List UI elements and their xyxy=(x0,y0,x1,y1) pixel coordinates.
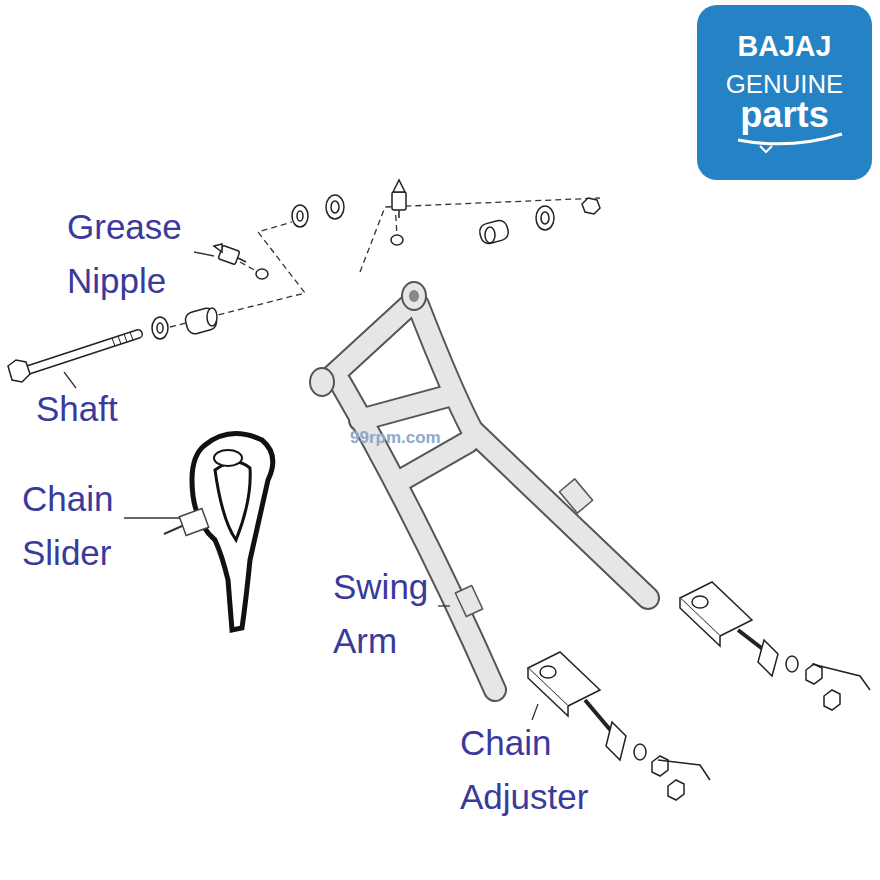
washer xyxy=(152,195,600,339)
logo-badge: BAJAJGENUINEparts xyxy=(697,5,872,180)
chain-slider xyxy=(164,434,273,630)
part-label: Chain Adjuster xyxy=(460,716,588,824)
grease-nipple xyxy=(214,180,406,265)
logo-text: parts xyxy=(697,95,872,135)
shaft-bolt xyxy=(8,332,138,382)
part-label: Shaft xyxy=(36,382,118,436)
swing-arm xyxy=(310,282,648,690)
chain-adjuster xyxy=(528,582,870,800)
leader-line xyxy=(64,252,538,720)
watermark: 99rpm.com xyxy=(350,428,441,448)
part-label: Grease Nipple xyxy=(67,200,182,308)
logo-text: BAJAJ xyxy=(697,29,872,63)
part-label: Swing Arm xyxy=(333,560,428,668)
part-label: Chain Slider xyxy=(22,472,113,580)
assembly-line xyxy=(170,198,600,327)
